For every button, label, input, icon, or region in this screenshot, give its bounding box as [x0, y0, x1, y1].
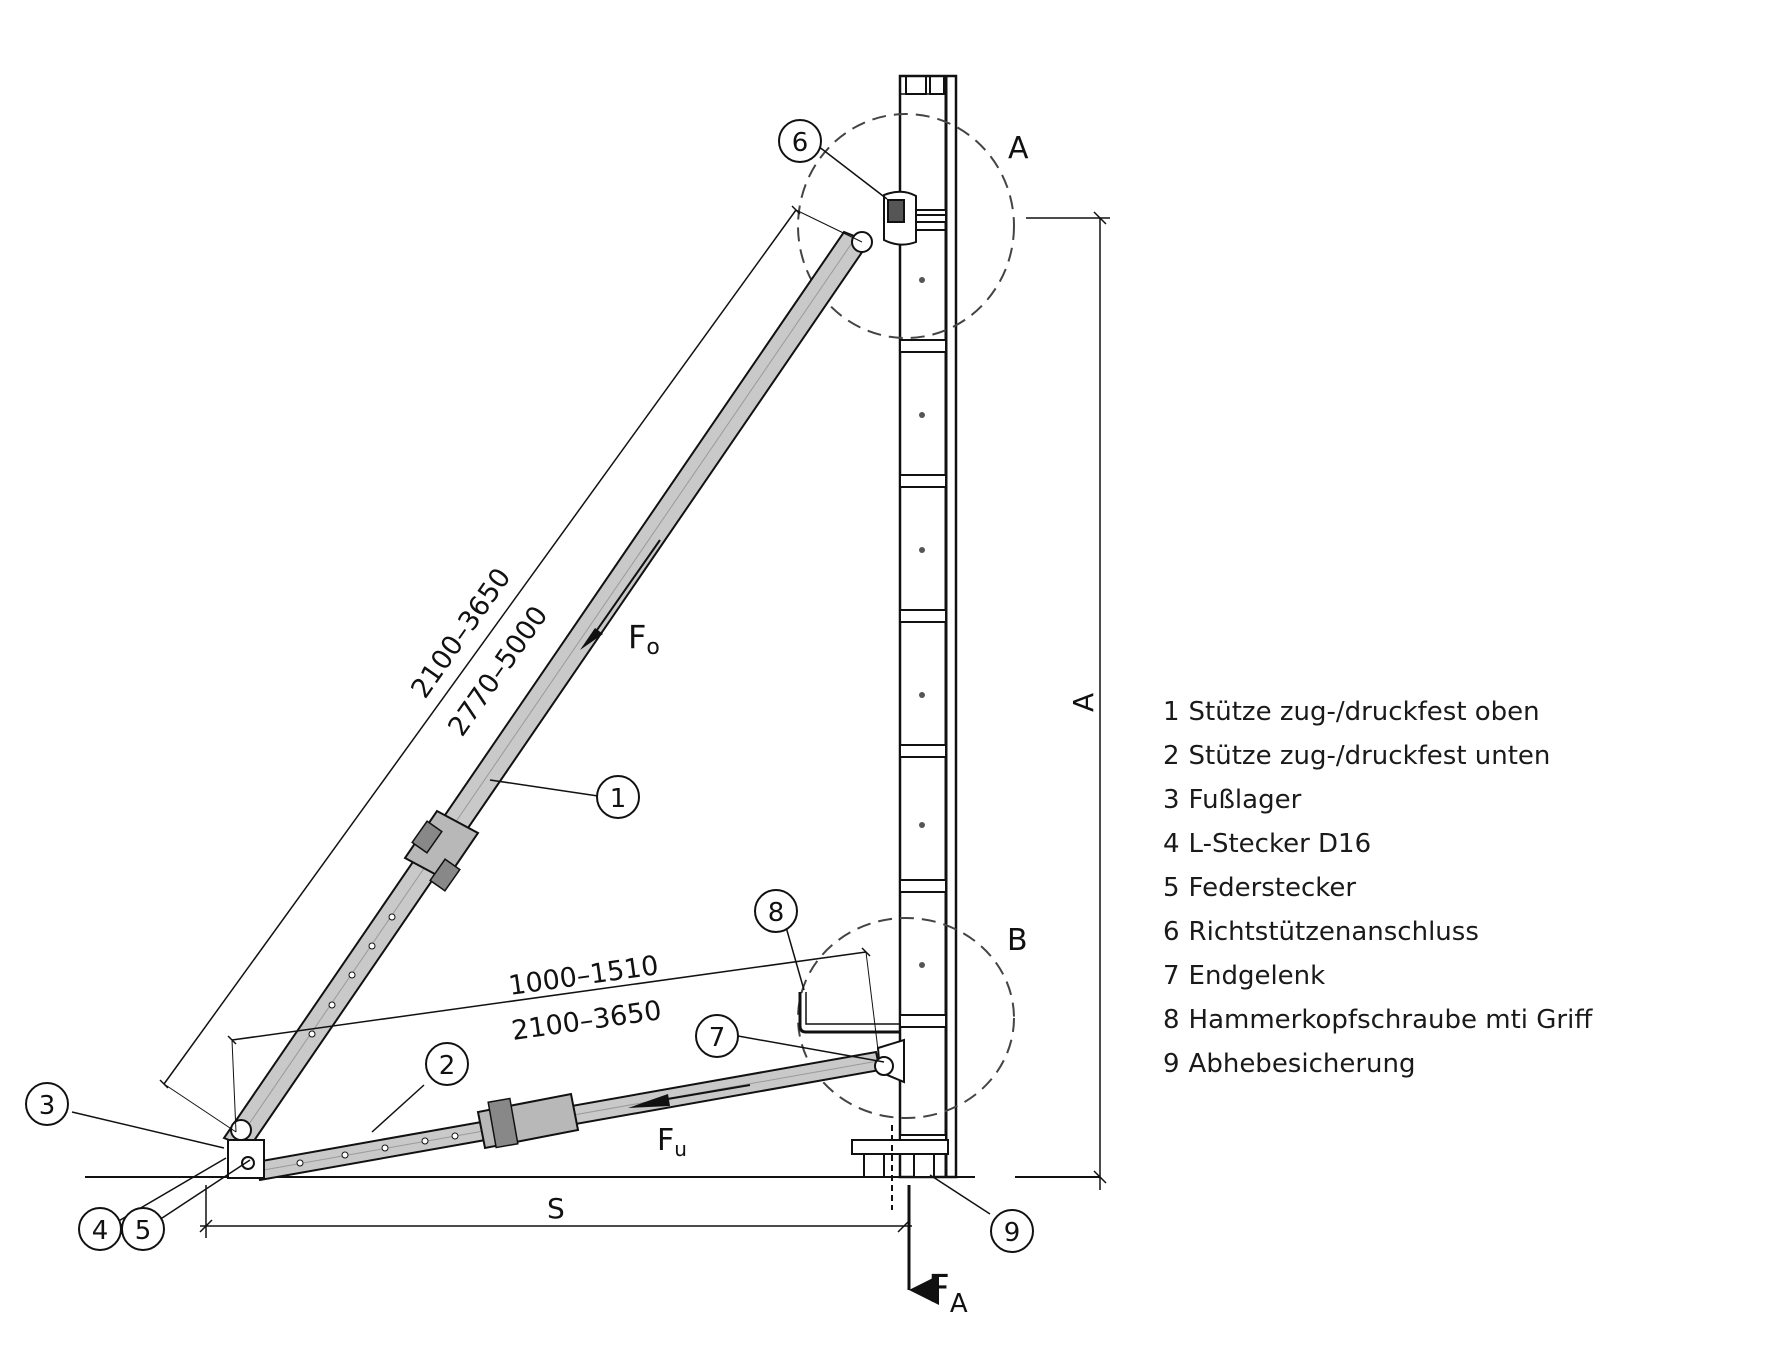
detail-label-b: B — [1007, 923, 1028, 958]
svg-text:4: 4 — [92, 1216, 109, 1246]
legend-number: 8 — [1163, 1005, 1180, 1035]
legend-number: 2 — [1163, 741, 1180, 771]
svg-text:8: 8 — [768, 898, 785, 928]
svg-text:3: 3 — [39, 1091, 56, 1121]
callout-8: 8 — [754, 889, 798, 933]
legend-item: 9 Abhebesicherung — [1163, 1042, 1601, 1086]
lower-force-arrow — [628, 1094, 670, 1108]
detail-label-a: A — [1008, 131, 1029, 166]
callout-5: 5 — [121, 1207, 165, 1251]
legend-item: 8 Hammerkopfschraube mti Griff — [1163, 998, 1601, 1042]
lower-prop-dimension — [227, 947, 879, 1133]
legend-item: 4 L-Stecker D16 — [1163, 822, 1601, 866]
callout-leaders — [71, 145, 991, 1227]
legend-number: 3 — [1163, 785, 1180, 815]
legend-item: 5 Federstecker — [1163, 866, 1601, 910]
formwork-panel — [898, 74, 958, 1179]
callout-1: 1 — [596, 775, 640, 819]
lower-prop-range-1: 1000–1510 — [507, 950, 661, 1002]
svg-text:5: 5 — [135, 1216, 152, 1246]
legend-number: 9 — [1163, 1049, 1180, 1079]
legend-number: 5 — [1163, 873, 1180, 903]
svg-text:7: 7 — [709, 1023, 726, 1053]
svg-text:2: 2 — [439, 1051, 456, 1081]
force-anchor-label: FA — [928, 1267, 968, 1319]
span-dimension — [199, 1185, 912, 1238]
legend-number: 4 — [1163, 829, 1180, 859]
span-label: S — [547, 1192, 565, 1225]
legend-text: L-Stecker D16 — [1188, 829, 1372, 859]
force-lower-label: Fu — [657, 1123, 687, 1161]
svg-text:6: 6 — [792, 128, 809, 158]
legend-text: Federstecker — [1188, 873, 1357, 903]
lower-prop-range-2: 2100–3650 — [510, 995, 664, 1047]
legend-item: 2 Stütze zug-/druckfest unten — [1163, 734, 1601, 778]
svg-text:9: 9 — [1004, 1218, 1021, 1248]
legend-number: 7 — [1163, 961, 1180, 991]
callout-4: 4 — [78, 1207, 122, 1251]
legend-item: 7 Endgelenk — [1163, 954, 1601, 998]
callout-7: 7 — [695, 1014, 739, 1058]
legend-item: 3 Fußlager — [1163, 778, 1601, 822]
upper-prop-dimension — [159, 205, 863, 1133]
svg-text:1: 1 — [610, 784, 627, 814]
detail-circle-a — [797, 113, 1015, 339]
parts-legend: 1 Stütze zug-/druckfest oben 2 Stütze zug-… — [1163, 690, 1601, 1086]
legend-number: 6 — [1163, 917, 1180, 947]
legend-item: 1 Stütze zug-/druckfest oben — [1163, 690, 1601, 734]
lift-off-protection — [851, 1125, 949, 1210]
legend-text: Stütze zug-/druckfest unten — [1188, 741, 1551, 771]
height-label: A — [1067, 693, 1100, 712]
legend-text: Stütze zug-/druckfest oben — [1188, 697, 1540, 727]
legend-text: Hammerkopfschraube mti Griff — [1188, 1005, 1593, 1035]
legend-text: Richtstützenanschluss — [1188, 917, 1479, 947]
callout-3: 3 — [25, 1082, 69, 1126]
legend-item: 6 Richtstützenanschluss — [1163, 910, 1601, 954]
callout-9: 9 — [990, 1209, 1034, 1253]
legend-text: Abhebesicherung — [1188, 1049, 1416, 1079]
detail-circle-b — [797, 917, 1015, 1119]
hammerhead-bolt — [798, 992, 900, 1034]
callout-6: 6 — [778, 119, 822, 163]
lower-prop — [254, 1038, 905, 1182]
legend-number: 1 — [1163, 697, 1180, 727]
callout-2: 2 — [425, 1042, 469, 1086]
legend-text: Fußlager — [1188, 785, 1302, 815]
legend-text: Endgelenk — [1188, 961, 1326, 991]
height-dimension — [1026, 211, 1110, 1190]
force-upper-label: Fo — [628, 618, 660, 660]
